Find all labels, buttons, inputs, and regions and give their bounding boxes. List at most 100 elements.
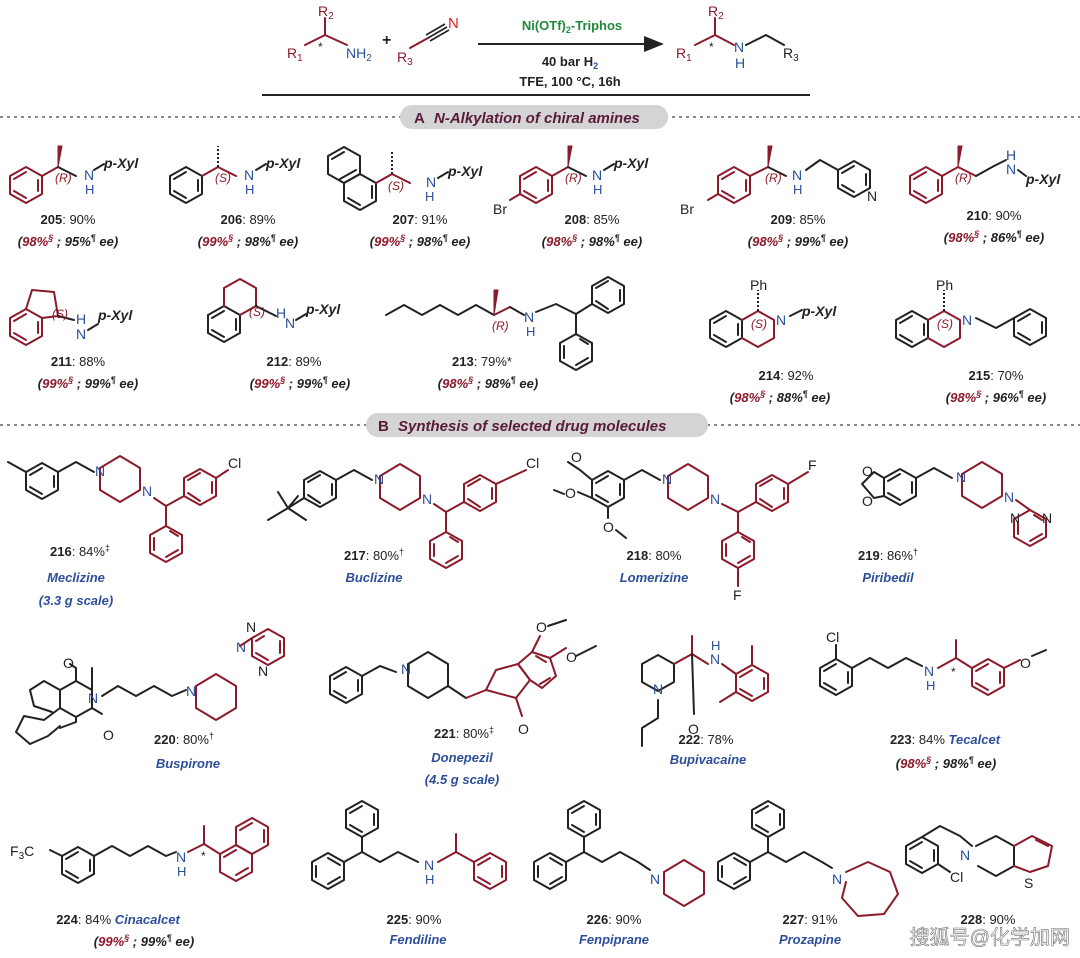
catalyst-label: Ni(OTf)2-Triphos — [522, 18, 622, 35]
structure-219: O O N N N N — [861, 461, 1052, 547]
reactant-amine: R2 R1 * NH2 — [287, 3, 372, 64]
r3-label: R3 — [397, 49, 413, 68]
svg-text:N: N — [1006, 161, 1016, 177]
caption-216: 216: 84%‡ Meclizine (3.3 g scale) — [39, 543, 113, 608]
svg-text:Fendiline: Fendiline — [389, 932, 446, 947]
svg-text:H: H — [793, 182, 802, 197]
svg-text:S: S — [1024, 875, 1033, 891]
caption-212: 212: 89% (99%§ ; 99%¶ ee) — [250, 354, 350, 391]
product-r3-label: R3 — [783, 45, 799, 64]
svg-text:Buspirone: Buspirone — [156, 756, 220, 771]
r2-label: R2 — [318, 3, 334, 22]
stereo-star: * — [318, 40, 323, 54]
svg-text:224: 84% Cinacalcet: 224: 84% Cinacalcet — [56, 912, 180, 927]
svg-text:(98%§ ; 99%¶ ee): (98%§ ; 99%¶ ee) — [748, 233, 848, 249]
svg-text:Cl: Cl — [826, 629, 839, 645]
svg-text:H: H — [711, 638, 720, 653]
product-stereo-star: * — [709, 40, 714, 54]
section-a-pill — [400, 105, 668, 129]
svg-text:N: N — [962, 312, 972, 328]
product-r1-label: R1 — [676, 45, 692, 64]
svg-text:208: 85%: 208: 85% — [565, 212, 620, 227]
svg-text:N: N — [1004, 489, 1014, 505]
structure-210: (R) H N p-Xyl — [909, 145, 1061, 204]
svg-text:N: N — [1010, 510, 1020, 526]
svg-text:(S): (S) — [388, 179, 404, 193]
structure-223: Cl N H * O — [819, 629, 1047, 696]
structure-213: (R) N H — [385, 276, 625, 371]
section-b-title: Synthesis of selected drug molecules — [398, 418, 666, 435]
structure-209: Br (R) N H N — [680, 145, 877, 217]
product-r2-label: R2 — [708, 3, 724, 22]
svg-text:p-Xyl: p-Xyl — [97, 307, 133, 323]
svg-text:*: * — [201, 849, 206, 863]
svg-text:N: N — [662, 471, 672, 487]
svg-text:205: 90%: 205: 90% — [41, 212, 96, 227]
svg-text:228: 90%: 228: 90% — [961, 912, 1016, 927]
svg-text:N: N — [236, 639, 246, 655]
structure-216: N N Cl — [7, 455, 241, 563]
section-a-letter: A — [414, 110, 425, 127]
structure-226: N — [533, 800, 705, 907]
svg-text:*: * — [951, 665, 956, 679]
structure-206: (S) N H p-Xyl — [169, 146, 301, 204]
svg-text:Meclizine: Meclizine — [47, 570, 105, 585]
structure-225: N H — [311, 800, 507, 890]
product-n-label: N — [734, 39, 744, 55]
svg-text:223: 84% Tecalcet: 223: 84% Tecalcet — [890, 732, 1001, 747]
svg-text:(98%§ ; 88%¶ ee): (98%§ ; 88%¶ ee) — [730, 389, 830, 405]
svg-text:O: O — [571, 449, 582, 465]
caption-209: 209: 85% (98%§ ; 99%¶ ee) — [748, 212, 848, 249]
svg-text:p-Xyl: p-Xyl — [801, 303, 837, 319]
svg-text:O: O — [518, 721, 529, 737]
svg-text:N: N — [84, 167, 94, 183]
structure-227: N — [717, 800, 899, 917]
svg-text:O: O — [862, 493, 873, 509]
svg-text:Ph: Ph — [936, 277, 953, 293]
caption-208: 208: 85% (98%§ ; 98%¶ ee) — [542, 212, 642, 249]
caption-217: 217: 80%† Buclizine — [344, 547, 404, 585]
structure-224: F3C N H * — [10, 817, 269, 884]
caption-214: 214: 92% (98%§ ; 88%¶ ee) — [730, 368, 830, 405]
svg-text:F3C: F3C — [10, 843, 34, 862]
svg-text:(S): (S) — [751, 317, 767, 331]
svg-text:(R): (R) — [55, 171, 72, 185]
svg-text:N: N — [960, 847, 970, 863]
section-b-letter: B — [378, 418, 389, 435]
svg-text:N: N — [186, 683, 196, 699]
svg-text:Fenpiprane: Fenpiprane — [579, 932, 649, 947]
svg-text:Cl: Cl — [526, 455, 539, 471]
svg-text:212: 89%: 212: 89% — [267, 354, 322, 369]
general-reaction: R2 R1 * NH2 + R3 N Ni(OTf)2-Triphos 40 b… — [262, 3, 810, 96]
svg-text:220: 80%†: 220: 80%† — [154, 731, 214, 747]
product-h-label: H — [735, 55, 745, 71]
svg-text:H: H — [1006, 147, 1016, 163]
svg-text:Cl: Cl — [950, 869, 963, 885]
svg-text:F: F — [808, 457, 817, 473]
svg-text:N: N — [285, 315, 295, 331]
svg-text:p-Xyl: p-Xyl — [613, 155, 649, 171]
svg-text:213: 79%*: 213: 79%* — [452, 354, 512, 369]
svg-text:N: N — [653, 681, 663, 697]
svg-text:N: N — [95, 463, 105, 479]
svg-text:H: H — [593, 182, 602, 197]
plus-sign: + — [382, 32, 391, 49]
pressure-label: 40 bar H2 — [542, 54, 598, 71]
structure-211: (S) H N p-Xyl — [9, 289, 133, 346]
caption-221: 221: 80%‡ Donepezil (4.5 g scale) — [425, 725, 499, 787]
svg-text:Donepezil: Donepezil — [431, 750, 493, 765]
svg-text:F: F — [733, 587, 742, 603]
svg-text:N: N — [1042, 510, 1052, 526]
svg-text:H: H — [276, 305, 286, 321]
svg-text:N: N — [374, 471, 384, 487]
svg-text:227: 91%: 227: 91% — [783, 912, 838, 927]
section-a-title: N-Alkylation of chiral amines — [434, 110, 640, 127]
svg-text:214: 92%: 214: 92% — [759, 368, 814, 383]
svg-text:O: O — [103, 727, 114, 743]
structure-212: (S) H N p-Xyl — [207, 278, 341, 343]
svg-text:p-Xyl: p-Xyl — [103, 155, 139, 171]
svg-text:(99%§ ; 99%¶ ee): (99%§ ; 99%¶ ee) — [94, 933, 194, 949]
svg-text:(S): (S) — [937, 317, 953, 331]
svg-text:(99%§ ; 98%¶ ee): (99%§ ; 98%¶ ee) — [370, 233, 470, 249]
svg-text:(R): (R) — [765, 171, 782, 185]
